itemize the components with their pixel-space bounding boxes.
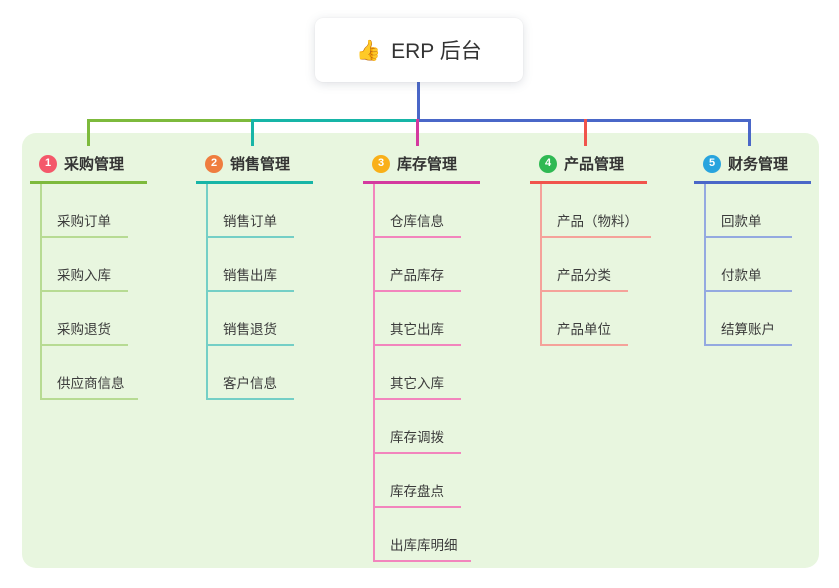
- branch-children: 采购订单采购入库采购退货供应商信息: [40, 184, 147, 400]
- root-node[interactable]: 👍 ERP 后台: [315, 18, 523, 82]
- connector-horizontal-segment-1: [87, 119, 251, 122]
- branch-4: 4 产品管理产品（物料）产品分类产品单位: [530, 146, 651, 346]
- connector-drop-branch-2: [251, 119, 254, 146]
- branch-number-badge: 4: [539, 154, 557, 173]
- branch-5: 5 财务管理回款单付款单结算账户: [694, 146, 811, 346]
- child-node[interactable]: 仓库信息: [373, 184, 461, 238]
- connector-children-vertical: [704, 184, 706, 346]
- branch-number-badge: 5: [703, 154, 721, 173]
- child-node[interactable]: 其它入库: [373, 346, 461, 400]
- branch-header-2[interactable]: 2 销售管理: [196, 146, 313, 184]
- branch-children: 仓库信息产品库存其它出库其它入库库存调拨库存盘点出库库明细: [373, 184, 480, 562]
- child-node[interactable]: 库存盘点: [373, 454, 461, 508]
- thumbs-up-icon: 👍: [356, 39, 382, 62]
- child-node[interactable]: 销售订单: [206, 184, 294, 238]
- connector-horizontal-segment-2: [251, 119, 417, 122]
- child-node[interactable]: 付款单: [704, 238, 792, 292]
- branch-children: 产品（物料）产品分类产品单位: [540, 184, 651, 346]
- connector-children-vertical: [540, 184, 542, 346]
- child-node[interactable]: 产品分类: [540, 238, 628, 292]
- branch-header-1[interactable]: 1 采购管理: [30, 146, 147, 184]
- branch-children: 回款单付款单结算账户: [704, 184, 811, 346]
- connector-children-vertical: [373, 184, 375, 562]
- branch-children: 销售订单销售出库销售退货客户信息: [206, 184, 313, 400]
- branch-label: 产品管理: [564, 156, 625, 173]
- connector-drop-branch-4: [584, 119, 587, 146]
- child-node[interactable]: 客户信息: [206, 346, 294, 400]
- branch-2: 2 销售管理销售订单销售出库销售退货客户信息: [196, 146, 313, 400]
- branch-label: 财务管理: [728, 156, 789, 173]
- branch-header-3[interactable]: 3 库存管理: [363, 146, 480, 184]
- child-node[interactable]: 销售出库: [206, 238, 294, 292]
- branch-number-badge: 2: [205, 154, 223, 173]
- branch-number-badge: 3: [372, 154, 390, 173]
- child-node[interactable]: 产品单位: [540, 292, 628, 346]
- branch-group-panel: [22, 133, 819, 568]
- child-node[interactable]: 采购退货: [40, 292, 128, 346]
- child-node[interactable]: 采购入库: [40, 238, 128, 292]
- child-node[interactable]: 结算账户: [704, 292, 792, 346]
- branch-header-4[interactable]: 4 产品管理: [530, 146, 647, 184]
- connector-root-vertical: [417, 82, 420, 119]
- child-node[interactable]: 销售退货: [206, 292, 294, 346]
- child-node[interactable]: 产品（物料）: [540, 184, 651, 238]
- connector-drop-branch-5: [748, 119, 751, 146]
- branch-1: 1 采购管理采购订单采购入库采购退货供应商信息: [30, 146, 147, 400]
- child-node[interactable]: 采购订单: [40, 184, 128, 238]
- branch-number-badge: 1: [39, 154, 57, 173]
- child-node[interactable]: 产品库存: [373, 238, 461, 292]
- branch-label: 采购管理: [64, 156, 125, 173]
- connector-drop-branch-3: [416, 119, 419, 146]
- connector-drop-branch-1: [87, 119, 90, 146]
- branch-header-5[interactable]: 5 财务管理: [694, 146, 811, 184]
- child-node[interactable]: 出库库明细: [373, 508, 471, 562]
- child-node[interactable]: 供应商信息: [40, 346, 138, 400]
- branch-label: 销售管理: [230, 156, 291, 173]
- child-node[interactable]: 回款单: [704, 184, 792, 238]
- child-node[interactable]: 库存调拨: [373, 400, 461, 454]
- root-node-label: ERP 后台: [391, 40, 482, 63]
- branch-label: 库存管理: [397, 156, 458, 173]
- connector-children-vertical: [40, 184, 42, 400]
- connector-children-vertical: [206, 184, 208, 400]
- branch-3: 3 库存管理仓库信息产品库存其它出库其它入库库存调拨库存盘点出库库明细: [363, 146, 480, 562]
- child-node[interactable]: 其它出库: [373, 292, 461, 346]
